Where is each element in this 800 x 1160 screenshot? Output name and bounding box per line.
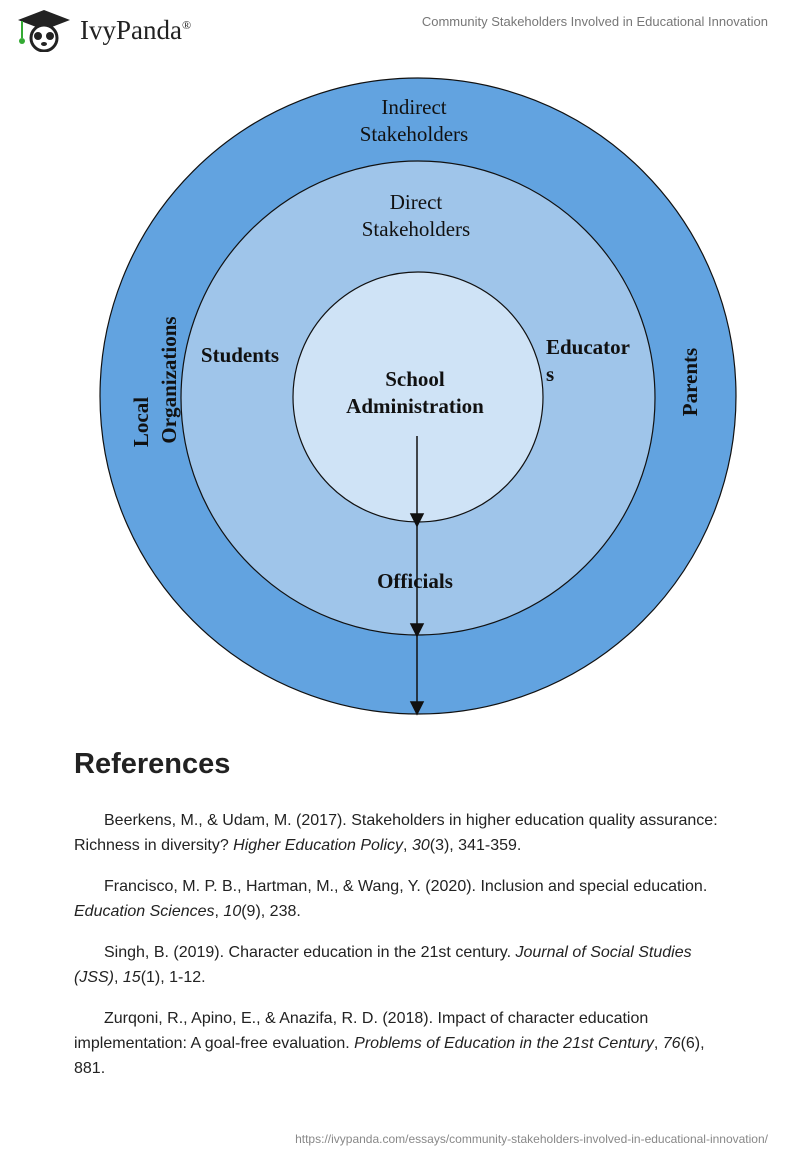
reference-item: Singh, B. (2019). Character education in… — [74, 944, 692, 986]
arrow — [409, 436, 425, 716]
stakeholder-diagram: Indirect Stakeholders Direct Stakeholder… — [99, 77, 737, 716]
officials-label: Officials — [377, 569, 453, 593]
parents-label: Parents — [678, 348, 702, 416]
reference-item: Zurqoni, R., Apino, E., & Anazifa, R. D.… — [74, 1010, 705, 1077]
references-heading: References — [74, 748, 231, 780]
local-label: Local — [129, 397, 153, 447]
educators-label: Educator — [546, 335, 630, 359]
educators-label: s — [546, 362, 554, 386]
page-title: Community Stakeholders Involved in Educa… — [421, 14, 768, 29]
organizations-label: Organizations — [157, 316, 181, 443]
school-label: School — [385, 367, 445, 391]
direct-label: Direct — [390, 190, 443, 214]
references-list: Beerkens, M., & Udam, M. (2017). Stakeho… — [74, 808, 734, 1097]
source-url[interactable]: https://ivypanda.com/essays/community-st… — [295, 1132, 768, 1146]
indirect-label: Indirect — [381, 95, 446, 119]
indirect-label: Stakeholders — [360, 122, 468, 146]
brand-name: IvyPanda® — [80, 14, 192, 45]
reference-item: Beerkens, M., & Udam, M. (2017). Stakeho… — [74, 812, 718, 854]
students-label: Students — [201, 343, 279, 367]
administration-label: Administration — [346, 394, 484, 418]
reference-item: Francisco, M. P. B., Hartman, M., & Wang… — [74, 878, 708, 920]
ivypanda-logo[interactable]: IvyPanda® — [14, 8, 191, 52]
direct-label: Stakeholders — [362, 217, 470, 241]
panda-logo-icon — [18, 10, 70, 52]
